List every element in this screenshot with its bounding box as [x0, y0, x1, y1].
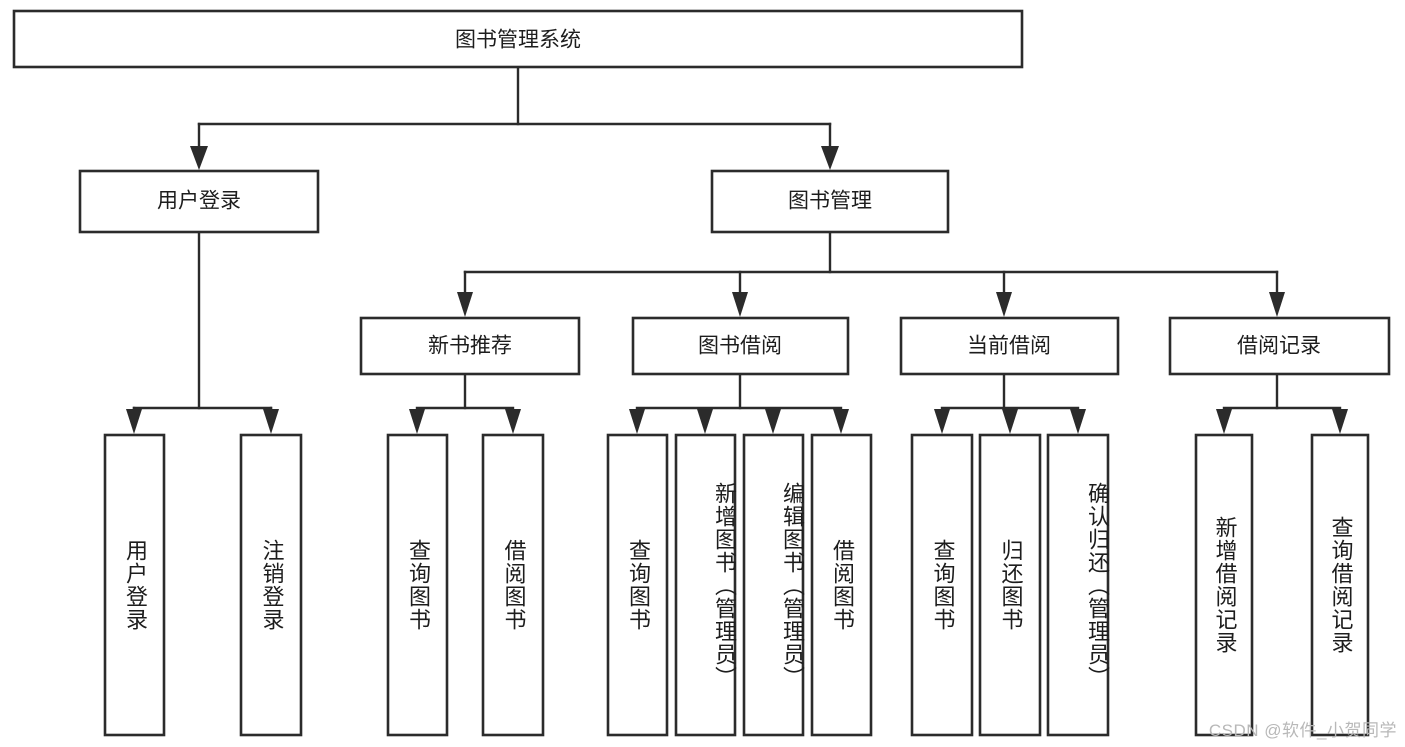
- arrow-borrow-record-leaf-2: [1332, 409, 1348, 434]
- leaf-user-login[interactable]: [103, 433, 166, 737]
- connector-layer: [126, 65, 1348, 434]
- arrow-user-login-leaf-1: [126, 409, 142, 434]
- arrow-borrow-record-leaf-1: [1216, 409, 1232, 434]
- arrow-to-borrow-record: [1269, 292, 1285, 317]
- leaf-query-book-borrow[interactable]: [606, 433, 669, 737]
- arrow-to-new-book: [457, 292, 473, 317]
- arrow-book-borrow-leaf-2: [697, 409, 713, 434]
- node-root-system-label: 图书管理系统: [455, 29, 581, 52]
- arrow-book-borrow-leaf-4: [833, 409, 849, 434]
- arrow-current-borrow-leaf-1: [934, 409, 950, 434]
- node-new-book-recommend-label: 新书推荐: [428, 335, 512, 358]
- node-layer: 图书管理系统 用户登录 图书管理 新书推荐 图书借阅 当前借阅 借阅记录: [12, 9, 1391, 737]
- arrow-current-borrow-leaf-3: [1070, 409, 1086, 434]
- leaf-borrow-book-new[interactable]: [481, 433, 545, 737]
- leaf-add-book-admin[interactable]: [674, 433, 737, 737]
- arrow-new-book-leaf-1: [409, 409, 425, 434]
- node-current-borrow[interactable]: [899, 316, 1120, 376]
- node-book-manage-label: 图书管理: [788, 190, 872, 213]
- arrow-to-current-borrow: [996, 292, 1012, 317]
- arrow-current-borrow-leaf-2: [1002, 409, 1018, 434]
- arrow-user-login-leaf-2: [263, 409, 279, 434]
- node-root-system[interactable]: [12, 9, 1024, 69]
- node-borrow-record-label: 借阅记录: [1237, 335, 1321, 358]
- arrow-root-to-user-login: [190, 146, 208, 170]
- node-user-login-label: 用户登录: [157, 190, 241, 213]
- node-user-login[interactable]: [78, 169, 320, 234]
- leaf-confirm-return-admin[interactable]: [1046, 433, 1110, 737]
- leaf-query-borrow-record[interactable]: [1310, 433, 1370, 737]
- arrow-to-book-borrow: [732, 292, 748, 317]
- leaf-edit-book-admin[interactable]: [742, 433, 805, 737]
- arrow-new-book-leaf-2: [505, 409, 521, 434]
- leaf-add-borrow-record[interactable]: [1194, 433, 1254, 737]
- arrow-book-borrow-leaf-3: [765, 409, 781, 434]
- node-book-borrow-label: 图书借阅: [698, 335, 782, 358]
- node-new-book-recommend[interactable]: [359, 316, 581, 376]
- node-borrow-record[interactable]: [1168, 316, 1391, 376]
- node-book-manage[interactable]: [710, 169, 950, 234]
- arrow-book-borrow-leaf-1: [629, 409, 645, 434]
- leaf-query-book-current[interactable]: [910, 433, 974, 737]
- leaf-borrow-book[interactable]: [810, 433, 873, 737]
- arrow-root-to-book-manage: [821, 146, 839, 170]
- leaf-user-logout[interactable]: [239, 433, 303, 737]
- leaf-return-book[interactable]: [978, 433, 1042, 737]
- node-current-borrow-label: 当前借阅: [967, 335, 1051, 358]
- node-book-borrow[interactable]: [631, 316, 850, 376]
- leaf-query-book-new[interactable]: [386, 433, 449, 737]
- csdn-watermark: CSDN @软件_小贺同学: [1208, 721, 1397, 740]
